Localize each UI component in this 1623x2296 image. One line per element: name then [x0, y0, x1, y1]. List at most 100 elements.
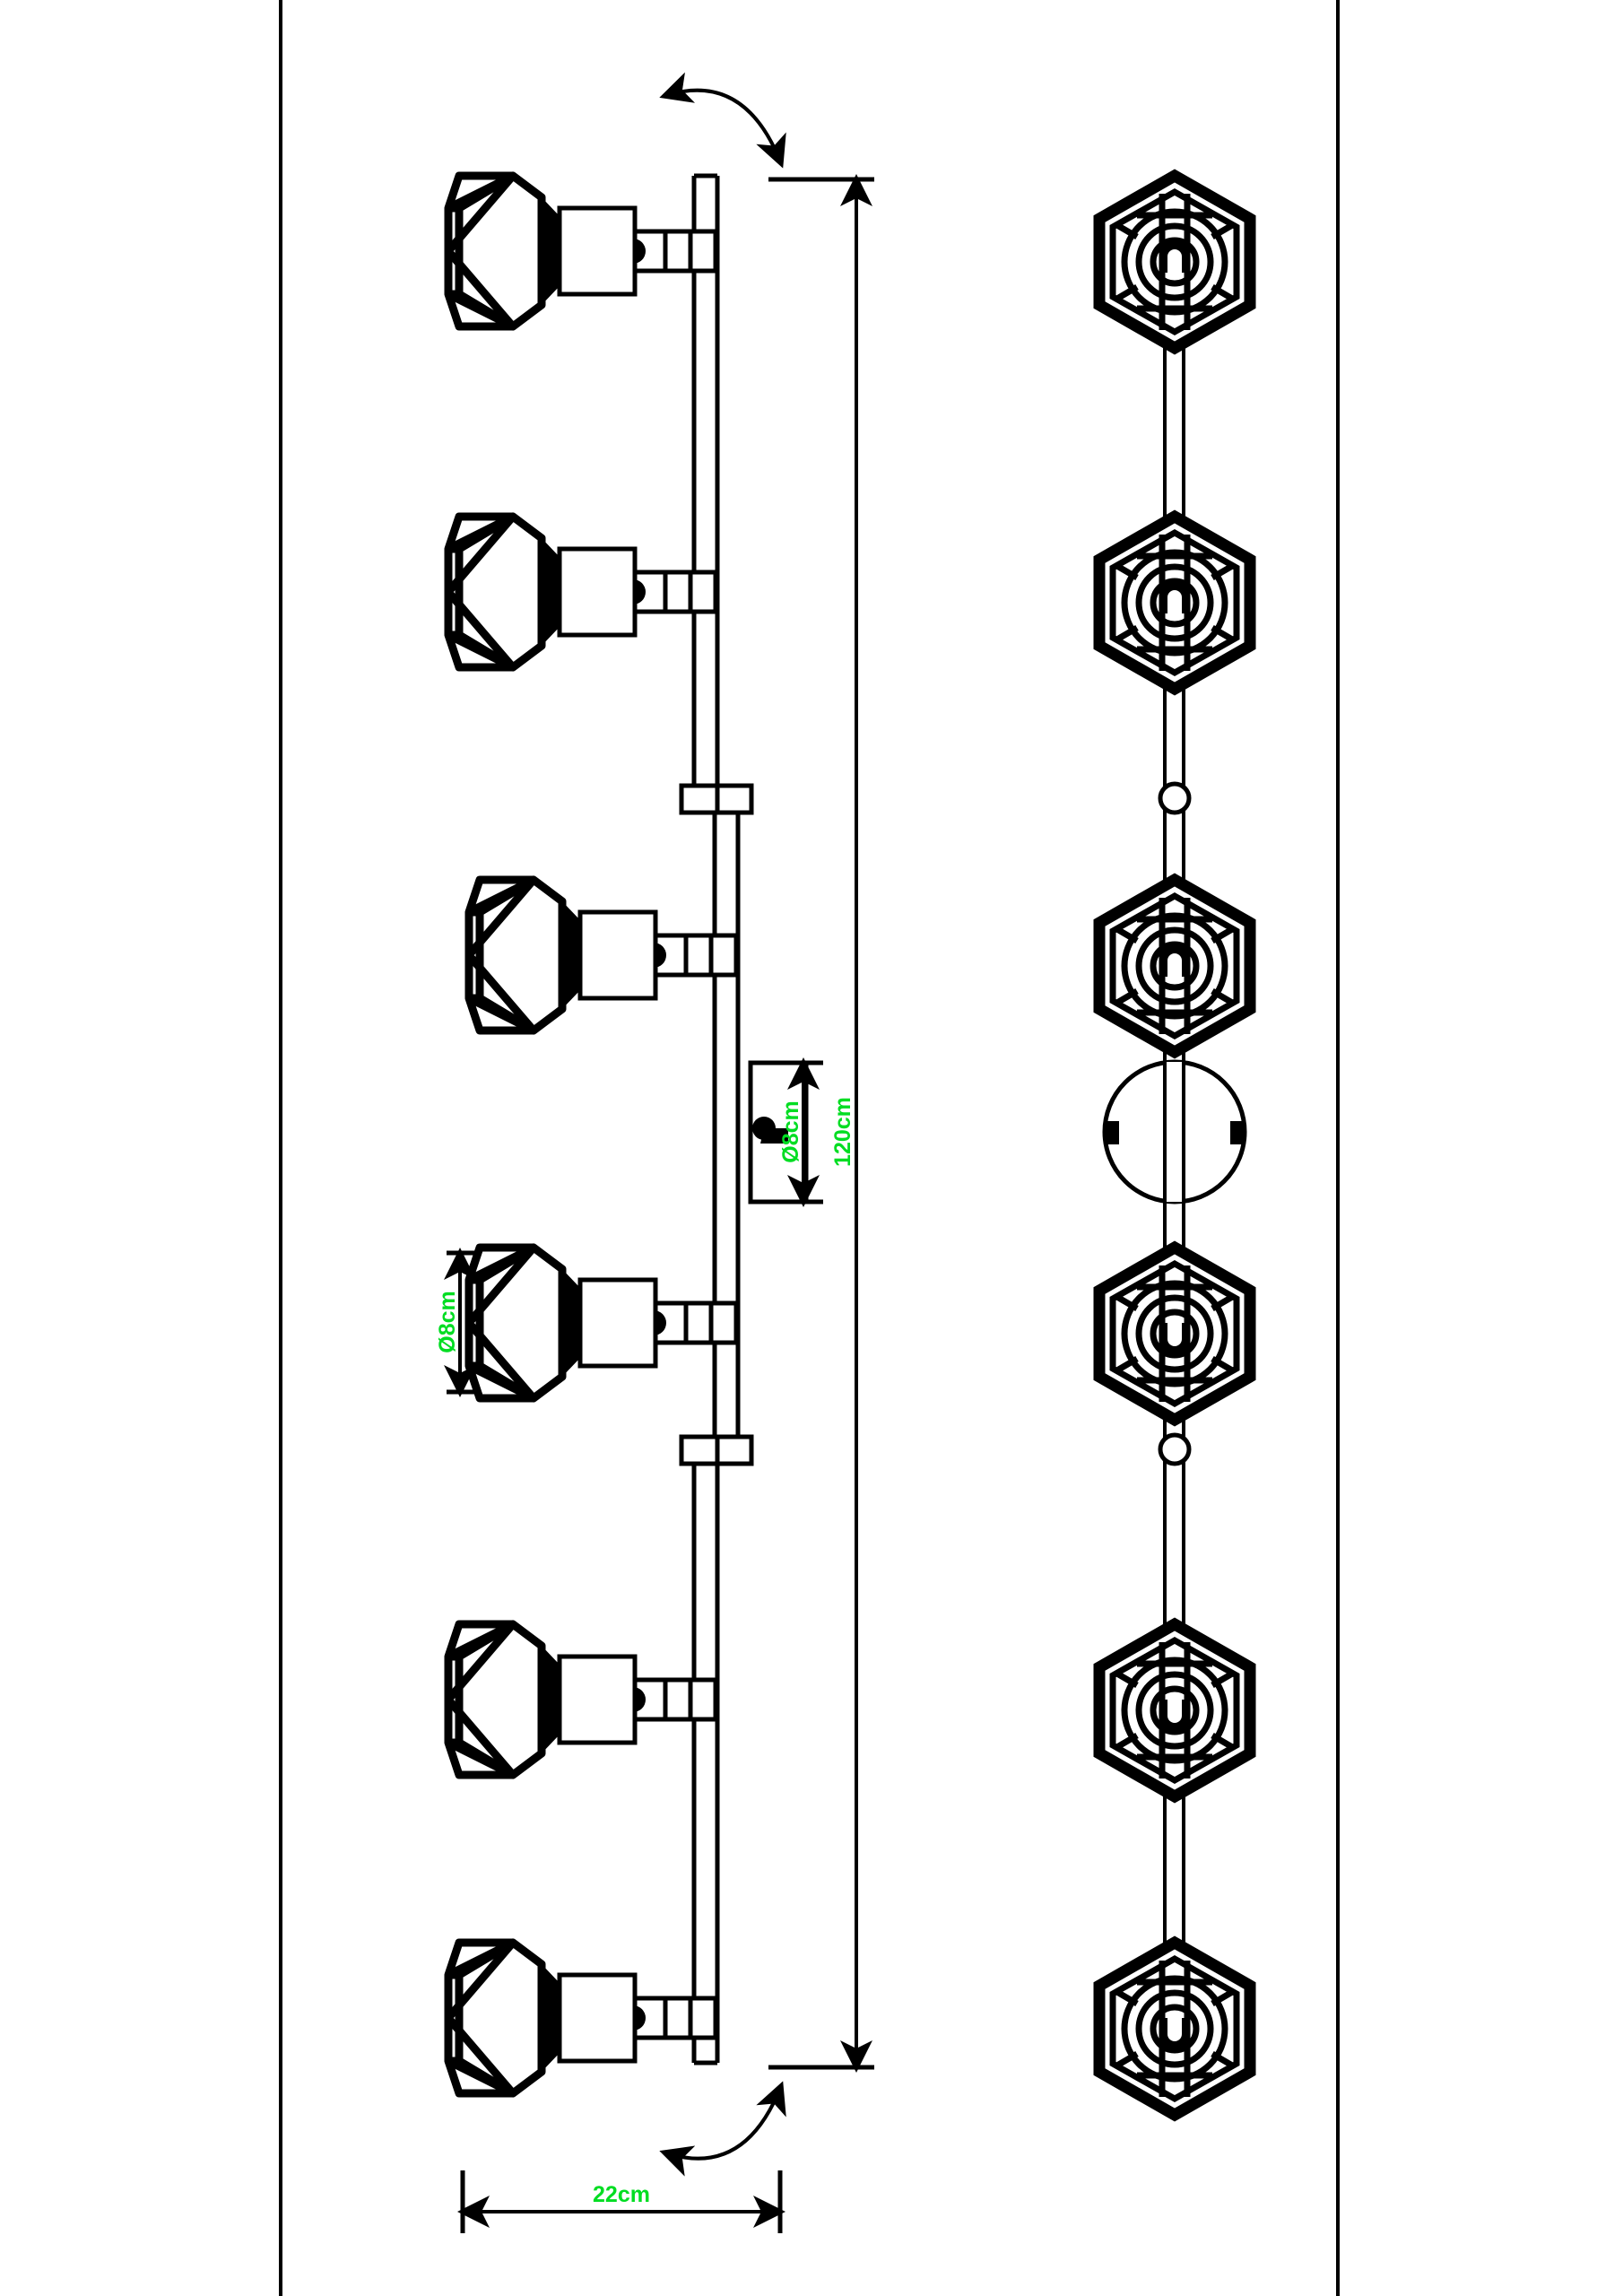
hex-inner-3 [1109, 891, 1240, 1040]
dimension-canopy-diameter: Ø8cm [778, 1057, 823, 1207]
cage-shade-6 [444, 1938, 546, 2098]
side-lamp-head-2 [444, 512, 718, 672]
side-lamp-head-4 [464, 1243, 739, 1403]
cage-shade-3 [464, 875, 567, 1035]
side-main-rod [691, 173, 741, 2066]
ring-outer-2 [1121, 549, 1228, 657]
front-hex-outline-5 [1093, 1617, 1256, 1804]
shade-neck-5 [542, 1646, 560, 1753]
dimension-label-shade-diameter: Ø8cm [435, 1291, 460, 1352]
socket-body-2 [557, 546, 638, 638]
cage-top-bot-5 [456, 1621, 516, 1779]
front-cage-web-5 [1109, 1636, 1240, 1785]
cage-shade-1 [444, 171, 546, 331]
cage-top-bot-1 [456, 172, 516, 330]
cage-top-bot-4 [477, 1244, 536, 1402]
shade-neck-4 [562, 1269, 580, 1377]
dimension-overall-length: 120cm [768, 174, 874, 2073]
ring-mid-5 [1135, 1671, 1214, 1750]
ring-mid-4 [1135, 1294, 1214, 1373]
ring-outer-5 [1121, 1657, 1228, 1764]
ring-outer-1 [1121, 208, 1228, 316]
hex-inner-5 [1109, 1636, 1240, 1785]
side-lamp-head-1 [444, 171, 718, 331]
rotation-arc-bottom [659, 2081, 786, 2177]
hex-inner-1 [1109, 187, 1240, 336]
front-hex-outline-4 [1093, 1240, 1256, 1427]
hex-inner-6 [1109, 1954, 1240, 2103]
cage-shade-2 [444, 512, 546, 672]
front-lamp-head-5 [1093, 1617, 1256, 1804]
bulb-glyph-3 [1160, 946, 1189, 977]
front-lamp-head-3 [1093, 873, 1256, 1059]
front-lamp-head-4 [1093, 1240, 1256, 1427]
dimension-label-overall-length: 120cm [830, 1097, 855, 1167]
bulb-glyph-2 [1160, 583, 1189, 613]
dimension-overall-width: 22cm [457, 2170, 785, 2233]
ring-outer-4 [1121, 1280, 1228, 1387]
rotation-arrow-bottom [659, 2081, 786, 2177]
socket-body-6 [557, 1972, 638, 2064]
ring-mid-3 [1135, 926, 1214, 1005]
hex-corner-webs-3 [1114, 925, 1236, 1007]
front-canopy-tab-right [1230, 1121, 1245, 1144]
front-hex-outline-1 [1093, 169, 1256, 355]
shade-neck-3 [562, 901, 580, 1009]
hex-corner-webs-2 [1114, 561, 1236, 644]
ring-inner-6 [1150, 2004, 1200, 2054]
ring-mid-2 [1135, 563, 1214, 642]
side-lamp-head-5 [444, 1620, 718, 1779]
dimension-label-overall-width: 22cm [593, 2182, 650, 2207]
front-cage-web-3 [1109, 891, 1240, 1040]
bulb-glyph-5 [1160, 1700, 1189, 1730]
front-lamp-head-6 [1093, 1935, 1256, 2122]
front-rod-coupler-lower [1158, 1432, 1192, 1466]
ring-inner-2 [1150, 578, 1200, 628]
side-rod-coupler-lower [679, 1434, 754, 1466]
rotation-arc-top [659, 72, 786, 169]
side-lamp-head-3 [464, 875, 739, 1035]
shade-neck-2 [542, 538, 560, 646]
ring-inner-4 [1150, 1309, 1200, 1359]
socket-body-4 [577, 1277, 658, 1369]
dimension-label-canopy-diameter: Ø8cm [778, 1100, 803, 1162]
cage-top-bot-6 [456, 1939, 516, 2097]
bulb-glyph-1 [1160, 242, 1189, 273]
ring-mid-6 [1135, 1989, 1214, 2068]
side-lamp-head-6 [444, 1938, 718, 2098]
cage-shade-5 [444, 1620, 546, 1779]
shade-neck-6 [542, 1964, 560, 2072]
front-lamp-head-2 [1093, 509, 1256, 696]
hex-inner-2 [1109, 528, 1240, 677]
ring-inner-1 [1150, 237, 1200, 287]
bulb-glyph-4 [1160, 1323, 1189, 1353]
hex-corner-webs-1 [1114, 221, 1236, 303]
front-hex-outline-3 [1093, 873, 1256, 1059]
ring-mid-1 [1135, 222, 1214, 301]
front-cage-web-1 [1109, 187, 1240, 336]
socket-body-1 [557, 205, 638, 297]
front-lamp-head-1 [1093, 169, 1256, 355]
socket-body-3 [577, 909, 658, 1001]
cage-top-bot-3 [477, 876, 536, 1034]
front-rod-coupler-upper [1158, 781, 1192, 815]
ring-outer-6 [1121, 1975, 1228, 2083]
front-canopy-plate [1102, 1059, 1247, 1205]
sheet-border [279, 0, 1340, 2296]
dimension-shade-diameter: Ø8cm [435, 1248, 476, 1397]
front-hex-outline-6 [1093, 1935, 1256, 2122]
hex-corner-webs-4 [1114, 1292, 1236, 1375]
ring-outer-3 [1121, 912, 1228, 1020]
front-canopy-tab-left [1105, 1121, 1119, 1144]
front-hex-outline-2 [1093, 509, 1256, 696]
front-cage-web-6 [1109, 1954, 1240, 2103]
front-canopy-rod-mask [1165, 1062, 1184, 1202]
front-cage-web-2 [1109, 528, 1240, 677]
hex-corner-webs-6 [1114, 1987, 1236, 2070]
shade-neck-1 [542, 197, 560, 305]
hex-inner-4 [1109, 1259, 1240, 1408]
side-rod-coupler-upper [679, 783, 754, 815]
